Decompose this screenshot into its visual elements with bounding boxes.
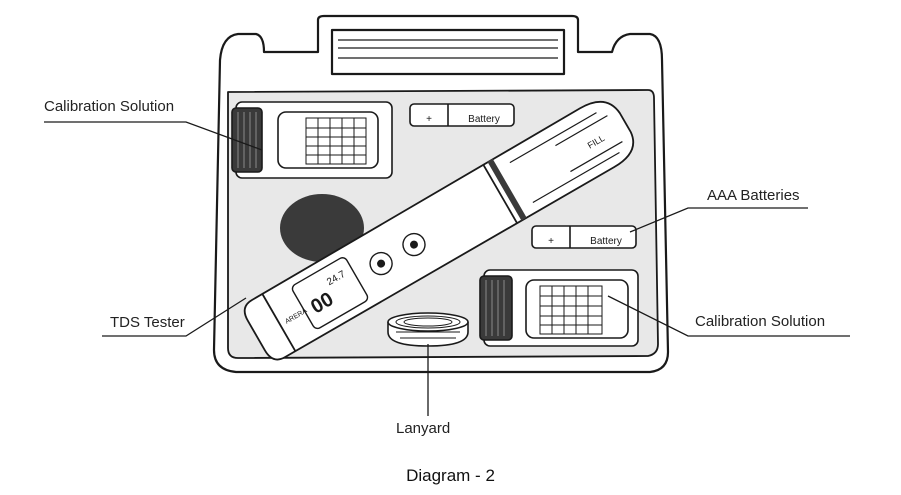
bottle-label-grid xyxy=(305,117,367,165)
calibration-bottle-left xyxy=(231,101,393,179)
diagram-caption: Diagram - 2 xyxy=(406,466,495,485)
battery-right-plus: + xyxy=(548,236,554,247)
calibration-bottle-right xyxy=(479,269,639,347)
battery-top-label: Battery xyxy=(468,114,500,125)
tray-recess xyxy=(280,194,364,262)
tester-display xyxy=(291,257,369,330)
battery-right: + Battery xyxy=(531,225,637,249)
battery-top: + Battery xyxy=(409,103,515,127)
leader-cal-left xyxy=(44,121,263,151)
lanyard-coil xyxy=(387,312,469,347)
leader-aaa xyxy=(629,207,808,233)
leader-tds xyxy=(102,297,247,337)
label-tds-tester: TDS Tester xyxy=(110,314,185,331)
leader-cal-right xyxy=(607,295,850,337)
label-lanyard: Lanyard xyxy=(396,420,451,437)
label-calibration-solution-left: Calibration Solution xyxy=(44,98,175,115)
label-aaa-batteries: AAA Batteries xyxy=(707,187,800,204)
battery-right-label: Battery xyxy=(590,236,622,247)
leader-lines xyxy=(44,121,850,416)
label-calibration-solution-right: Calibration Solution xyxy=(695,313,826,330)
tester-cap xyxy=(509,112,623,204)
battery-top-plus: + xyxy=(426,114,432,125)
tds-tester-pen: FILL 00 24.7 ARERA xyxy=(243,101,635,361)
